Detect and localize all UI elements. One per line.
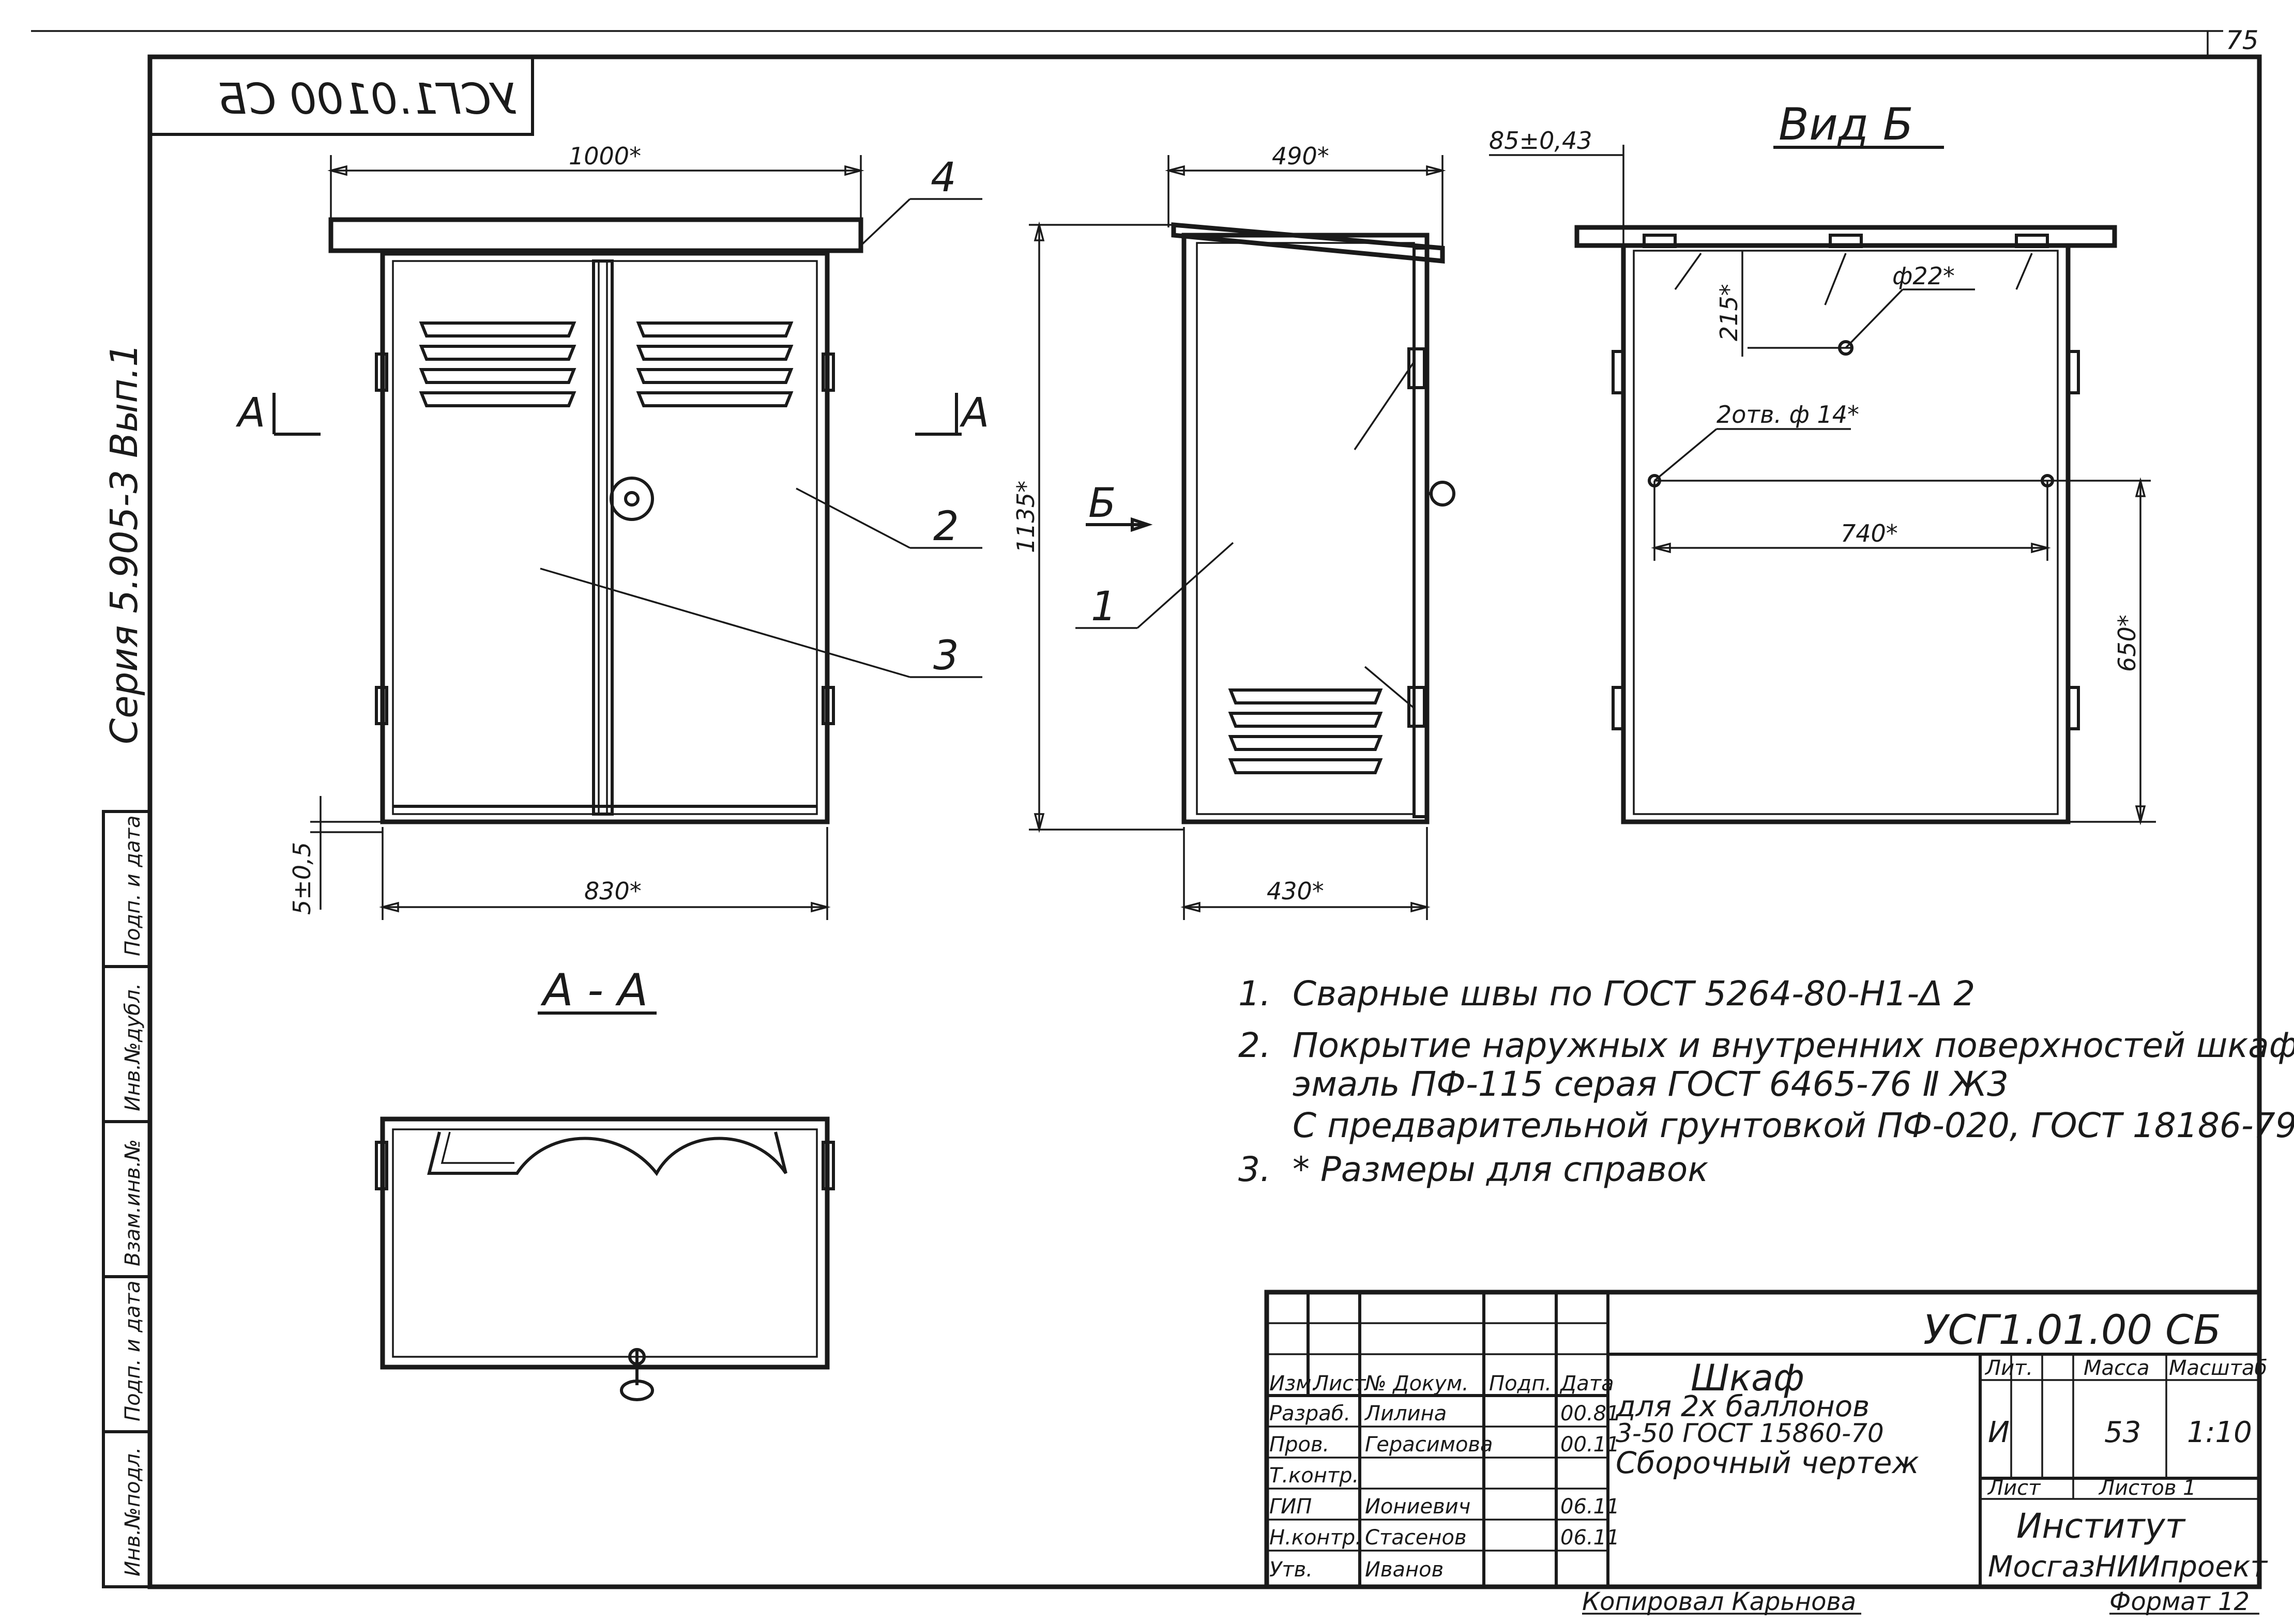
side-stamp-2: Взам.инв.№ [121, 1139, 145, 1266]
view-b-holes-d14: 2отв. ф 14* [1716, 401, 1859, 428]
side-stamp-3: Инв.№дубл. [121, 983, 145, 1111]
section-mark-right: А [959, 390, 989, 436]
tb-row-1-date: 00.11 [1560, 1433, 1620, 1457]
side-height: 1135* [1012, 481, 1040, 553]
tb-org-line-2: МосгазНИИпроект [1988, 1550, 2268, 1584]
tb-mass-label: Масса [2084, 1356, 2150, 1380]
note-2-line-3: С предварительной грунтовкой ПФ-020, ГОС… [1293, 1106, 2294, 1145]
tb-row-5-role: Утв. [1269, 1558, 1313, 1582]
view-b-dim-740: 740* [1841, 519, 1898, 547]
tb-head-sign: Подп. [1489, 1372, 1552, 1396]
front-width-bottom: 830* [584, 877, 642, 905]
view-b-title: Вид Б [1779, 99, 1913, 150]
tb-row-5-name: Иванов [1365, 1558, 1444, 1582]
tb-head-date: Дата [1559, 1372, 1614, 1396]
view-b-dim-215: 215* [1715, 284, 1743, 341]
tb-scale-value: 1:10 [2187, 1416, 2252, 1449]
sheet-number: 75 [2226, 25, 2259, 55]
side-width-top: 490* [1272, 142, 1329, 170]
tb-row-1-name: Герасимова [1365, 1433, 1493, 1457]
format-label: Формат 12 [2109, 1587, 2250, 1616]
note-2-line-2: эмаль ПФ-115 серая ГОСТ 6465-76 Ⅱ Ж3 [1293, 1064, 2009, 1104]
section-aa: А - А [375, 964, 835, 1401]
tb-doc-code: УСГ1.01.00 СБ [1923, 1307, 2221, 1354]
tb-row-3-date: 06.11 [1560, 1495, 1620, 1519]
note-2-num: 2. [1238, 1025, 1271, 1065]
tb-row-2-role: Т.контр. [1269, 1464, 1359, 1488]
tb-org-line-1: Институт [2016, 1506, 2186, 1546]
side-stamp-0: Инв.№подл. [121, 1447, 145, 1576]
tb-head-izm: Изм. [1269, 1372, 1318, 1396]
tb-scale-label: Масштаб [2169, 1356, 2267, 1380]
lock-icon [610, 477, 654, 521]
side-stamp-4: Подп. и дата [121, 816, 145, 956]
callout-2: 2 [933, 503, 959, 550]
side-stamp: Инв.№подл. Подп. и дата Взам.инв.№ Инв.№… [102, 810, 151, 1588]
callout-3: 3 [933, 633, 959, 679]
note-1-num: 1. [1238, 974, 1271, 1014]
louvers-left [419, 321, 576, 407]
notes: 1. Сварные швы по ГОСТ 5264-80-Н1-Δ 2 2.… [1238, 974, 2294, 1189]
section-mark-left: А [235, 390, 265, 436]
tb-head-doc: № Докум. [1364, 1372, 1469, 1396]
front-roof [328, 217, 863, 253]
tb-head-list: Лист [1312, 1372, 1366, 1396]
tb-row-1-role: Пров. [1269, 1433, 1329, 1457]
louvers-side [1228, 688, 1383, 774]
view-b-dim-650: 650* [2113, 615, 2141, 672]
tb-row-0-date: 00.81 [1560, 1402, 1620, 1426]
copied-by: Копировал Карьнова [1582, 1587, 1856, 1616]
tb-name-line-4: Сборочный чертеж [1616, 1445, 1919, 1480]
view-mark-b: Б [1088, 480, 1116, 527]
stamp-code-box [148, 55, 534, 136]
callout-1: 1 [1091, 584, 1117, 630]
callout-4: 4 [931, 155, 956, 201]
view-b-hole-d22: ф22* [1892, 262, 1955, 290]
side-width-bottom: 430* [1267, 877, 1324, 905]
stamp-code: УСГ1.0100 СБ [218, 75, 517, 124]
side-view: 490* 430* 1135* Б 1 [1012, 142, 1455, 920]
side-stamp-1: Подп. и дата [121, 1281, 145, 1421]
tb-row-0-role: Разраб. [1269, 1402, 1350, 1426]
tb-lit-value: И [1988, 1416, 2010, 1449]
louvers-right [636, 321, 794, 407]
tb-mass-value: 53 [2104, 1416, 2141, 1449]
tb-row-3-name: Иониевич [1365, 1495, 1470, 1519]
front-width-top: 1000* [569, 142, 641, 170]
note-1-line-1: Сварные швы по ГОСТ 5264-80-Н1-Δ 2 [1293, 974, 1975, 1014]
front-view: 1000* 830* 5±0,5 А А 4 2 3 [235, 142, 989, 920]
tb-sheets-label: Листов 1 [2098, 1476, 2196, 1500]
note-3-num: 3. [1238, 1150, 1271, 1189]
tb-row-4-name: Стасенов [1365, 1526, 1467, 1550]
tb-row-0-name: Лилина [1364, 1402, 1447, 1426]
tb-row-4-date: 06.11 [1560, 1526, 1620, 1550]
tb-name-line-1: Шкаф [1691, 1357, 1804, 1399]
tb-name-line-2: для 2х баллонов [1615, 1390, 1870, 1423]
tb-sheet-label: Лист [1987, 1476, 2041, 1500]
tb-row-3-role: ГИП [1269, 1495, 1312, 1519]
front-gap: 5±0,5 [288, 842, 316, 915]
view-b-offset: 85±0,43 [1489, 127, 1592, 155]
title-block: Изм. Лист № Докум. Подп. Дата Разраб. Ли… [1264, 1290, 2268, 1589]
series-label: Серия 5.905-3 Вып.1 [102, 343, 146, 744]
tb-row-4-role: Н.контр. [1269, 1526, 1362, 1550]
view-b: Вид Б 85±0,43 215* ф22* 2отв. ф 14 [1489, 99, 2156, 825]
tb-lit-label: Лит. [1984, 1356, 2033, 1380]
note-2-line-1: Покрытие наружных и внутренних поверхнос… [1293, 1025, 2294, 1065]
section-aa-title: А - А [540, 964, 648, 1016]
tb-name-line-3: 3-50 ГОСТ 15860-70 [1616, 1418, 1884, 1448]
note-3-line-1: * Размеры для справок [1293, 1150, 1708, 1189]
